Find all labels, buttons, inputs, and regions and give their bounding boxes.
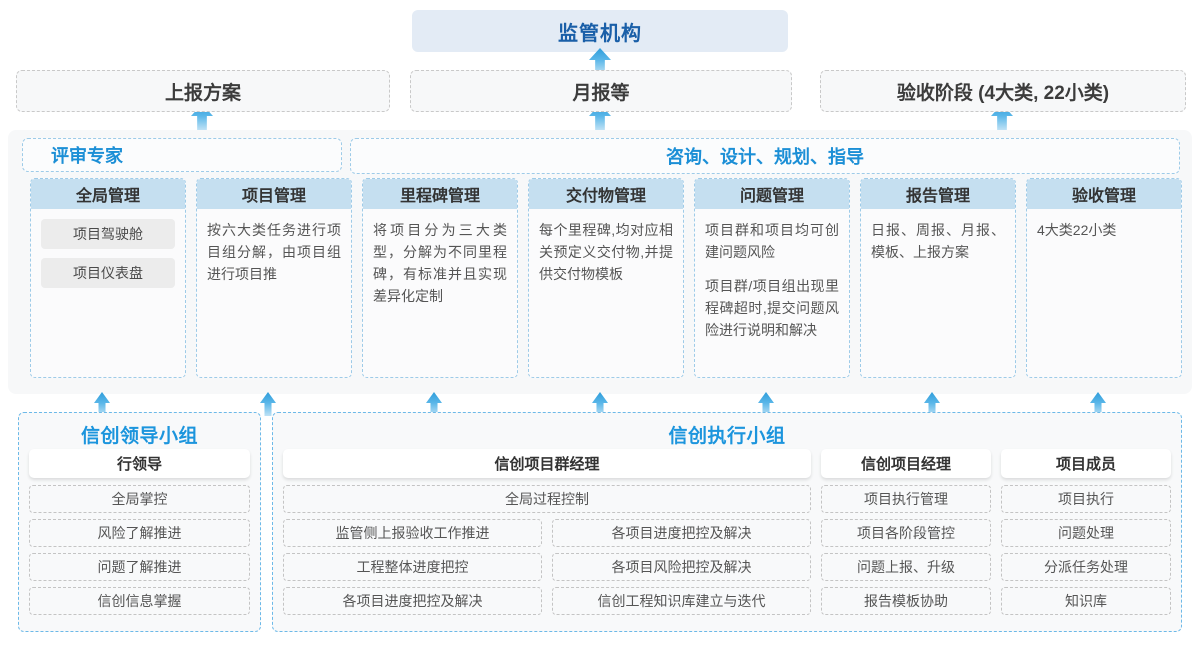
module-card-title: 里程碑管理	[363, 179, 517, 209]
task-item[interactable]: 报告模板协助	[821, 587, 991, 615]
module-card-title: 全局管理	[31, 179, 185, 209]
exec-group-content: 信创项目群经理 全局过程控制 监管侧上报验收工作推进 各项目进度把控及解决 工程…	[283, 449, 1171, 615]
project-manager-column: 信创项目经理 项目执行管理 项目各阶段管控 问题上报、升级 报告模板协助	[821, 449, 991, 615]
task-item[interactable]: 工程整体进度把控	[283, 553, 542, 581]
module-card-body: 4大类22小类	[1027, 209, 1181, 241]
leader-group-panel: 信创领导小组 行领导 全局掌控 风险了解推进 问题了解推进 信创信息掌握	[18, 412, 261, 632]
module-card-project[interactable]: 项目管理 按六大类任务进行项目组分解，由项目组进行项目推	[196, 178, 352, 378]
report-box-monthly: 月报等	[410, 70, 792, 112]
module-card-text: 项目群和项目均可创建问题风险	[705, 222, 839, 260]
task-item[interactable]: 问题了解推进	[29, 553, 250, 581]
task-item-global-process[interactable]: 全局过程控制	[283, 485, 811, 513]
leader-group-content: 行领导 全局掌控 风险了解推进 问题了解推进 信创信息掌握	[29, 449, 250, 615]
module-card-body: 每个里程碑,均对应相关预定义交付物,并提供交付物模板	[529, 209, 683, 285]
task-item[interactable]: 项目各阶段管控	[821, 519, 991, 547]
module-card-text: 日报、周报、月报、模板、上报方案	[871, 222, 1005, 260]
module-card-body: 按六大类任务进行项目组分解，由项目组进行项目推	[197, 209, 351, 285]
project-member-task-list: 项目执行 问题处理 分派任务处理 知识库	[1001, 485, 1171, 615]
platform-panel: 评审专家 咨询、设计、规划、指导 全局管理 项目驾驶舱 项目仪表盘 项目管理 按…	[8, 130, 1192, 394]
task-item[interactable]: 各项目进度把控及解决	[283, 587, 542, 615]
task-item[interactable]: 问题上报、升级	[821, 553, 991, 581]
exec-group-title: 信创执行小组	[668, 426, 786, 447]
group-title-review-experts: 评审专家	[22, 138, 342, 172]
exec-group-panel: 信创执行小组 信创项目群经理 全局过程控制 监管侧上报验收工作推进 各项目进度把…	[272, 412, 1182, 632]
module-card-acceptance[interactable]: 验收管理 4大类22小类	[1026, 178, 1182, 378]
task-item[interactable]: 监管侧上报验收工作推进	[283, 519, 542, 547]
module-card-title: 交付物管理	[529, 179, 683, 209]
role-header-program-manager[interactable]: 信创项目群经理	[283, 449, 811, 478]
module-card-title: 报告管理	[861, 179, 1015, 209]
group-title-consulting: 咨询、设计、规划、指导	[350, 138, 1180, 174]
module-card-text: 按六大类任务进行项目组分解，由项目组进行项目推	[207, 222, 341, 282]
module-card-text: 4大类22小类	[1037, 222, 1117, 238]
role-header-project-member[interactable]: 项目成员	[1001, 449, 1171, 478]
task-item[interactable]: 各项目进度把控及解决	[552, 519, 811, 547]
module-card-title: 项目管理	[197, 179, 351, 209]
role-header-bank-leader[interactable]: 行领导	[29, 449, 250, 478]
module-card-body: 项目驾驶舱 项目仪表盘	[31, 209, 185, 288]
module-pill[interactable]: 项目驾驶舱	[41, 219, 175, 249]
task-item[interactable]: 问题处理	[1001, 519, 1171, 547]
module-card-global[interactable]: 全局管理 项目驾驶舱 项目仪表盘	[30, 178, 186, 378]
regulator-box: 监管机构	[412, 10, 788, 52]
task-item[interactable]: 分派任务处理	[1001, 553, 1171, 581]
task-item[interactable]: 各项目风险把控及解决	[552, 553, 811, 581]
module-card-body: 项目群和项目均可创建问题风险 项目群/项目组出现里程碑超时,提交问题风险进行说明…	[695, 209, 849, 341]
project-member-column: 项目成员 项目执行 问题处理 分派任务处理 知识库	[1001, 449, 1171, 615]
task-item[interactable]: 信创工程知识库建立与迭代	[552, 587, 811, 615]
task-item[interactable]: 项目执行管理	[821, 485, 991, 513]
leader-group-title: 信创领导小组	[80, 426, 198, 447]
program-manager-column: 信创项目群经理 全局过程控制 监管侧上报验收工作推进 各项目进度把控及解决 工程…	[283, 449, 811, 615]
task-item[interactable]: 风险了解推进	[29, 519, 250, 547]
leader-task-list: 全局掌控 风险了解推进 问题了解推进 信创信息掌握	[29, 485, 250, 615]
report-box-acceptance: 验收阶段 (4大类, 22小类)	[820, 70, 1186, 112]
task-item[interactable]: 信创信息掌握	[29, 587, 250, 615]
report-row: 上报方案 月报等 验收阶段 (4大类, 22小类)	[0, 70, 1200, 112]
task-item[interactable]: 项目执行	[1001, 485, 1171, 513]
module-pill[interactable]: 项目仪表盘	[41, 258, 175, 288]
module-card-text: 将项目分为三大类型，分解为不同里程碑，有标准并且实现差异化定制	[373, 222, 507, 304]
module-card-issue[interactable]: 问题管理 项目群和项目均可创建问题风险 项目群/项目组出现里程碑超时,提交问题风…	[694, 178, 850, 378]
task-item[interactable]: 知识库	[1001, 587, 1171, 615]
module-card-body: 将项目分为三大类型，分解为不同里程碑，有标准并且实现差异化定制	[363, 209, 517, 307]
module-card-list: 全局管理 项目驾驶舱 项目仪表盘 项目管理 按六大类任务进行项目组分解，由项目组…	[30, 178, 1186, 378]
platform-group-header-row: 评审专家 咨询、设计、规划、指导	[22, 138, 1180, 174]
program-manager-task-grid: 监管侧上报验收工作推进 各项目进度把控及解决 工程整体进度把控 各项目风险把控及…	[283, 519, 811, 615]
report-box-plan: 上报方案	[16, 70, 390, 112]
task-item[interactable]: 全局掌控	[29, 485, 250, 513]
role-header-project-manager[interactable]: 信创项目经理	[821, 449, 991, 478]
project-manager-task-list: 项目执行管理 项目各阶段管控 问题上报、升级 报告模板协助	[821, 485, 991, 615]
module-card-body: 日报、周报、月报、模板、上报方案	[861, 209, 1015, 263]
module-card-deliverable[interactable]: 交付物管理 每个里程碑,均对应相关预定义交付物,并提供交付物模板	[528, 178, 684, 378]
module-card-title: 验收管理	[1027, 179, 1181, 209]
module-card-report[interactable]: 报告管理 日报、周报、月报、模板、上报方案	[860, 178, 1016, 378]
module-card-title: 问题管理	[695, 179, 849, 209]
module-card-text: 项目群/项目组出现里程碑超时,提交问题风险进行说明和解决	[705, 278, 839, 338]
module-card-text: 每个里程碑,均对应相关预定义交付物,并提供交付物模板	[539, 222, 673, 282]
module-card-milestone[interactable]: 里程碑管理 将项目分为三大类型，分解为不同里程碑，有标准并且实现差异化定制	[362, 178, 518, 378]
